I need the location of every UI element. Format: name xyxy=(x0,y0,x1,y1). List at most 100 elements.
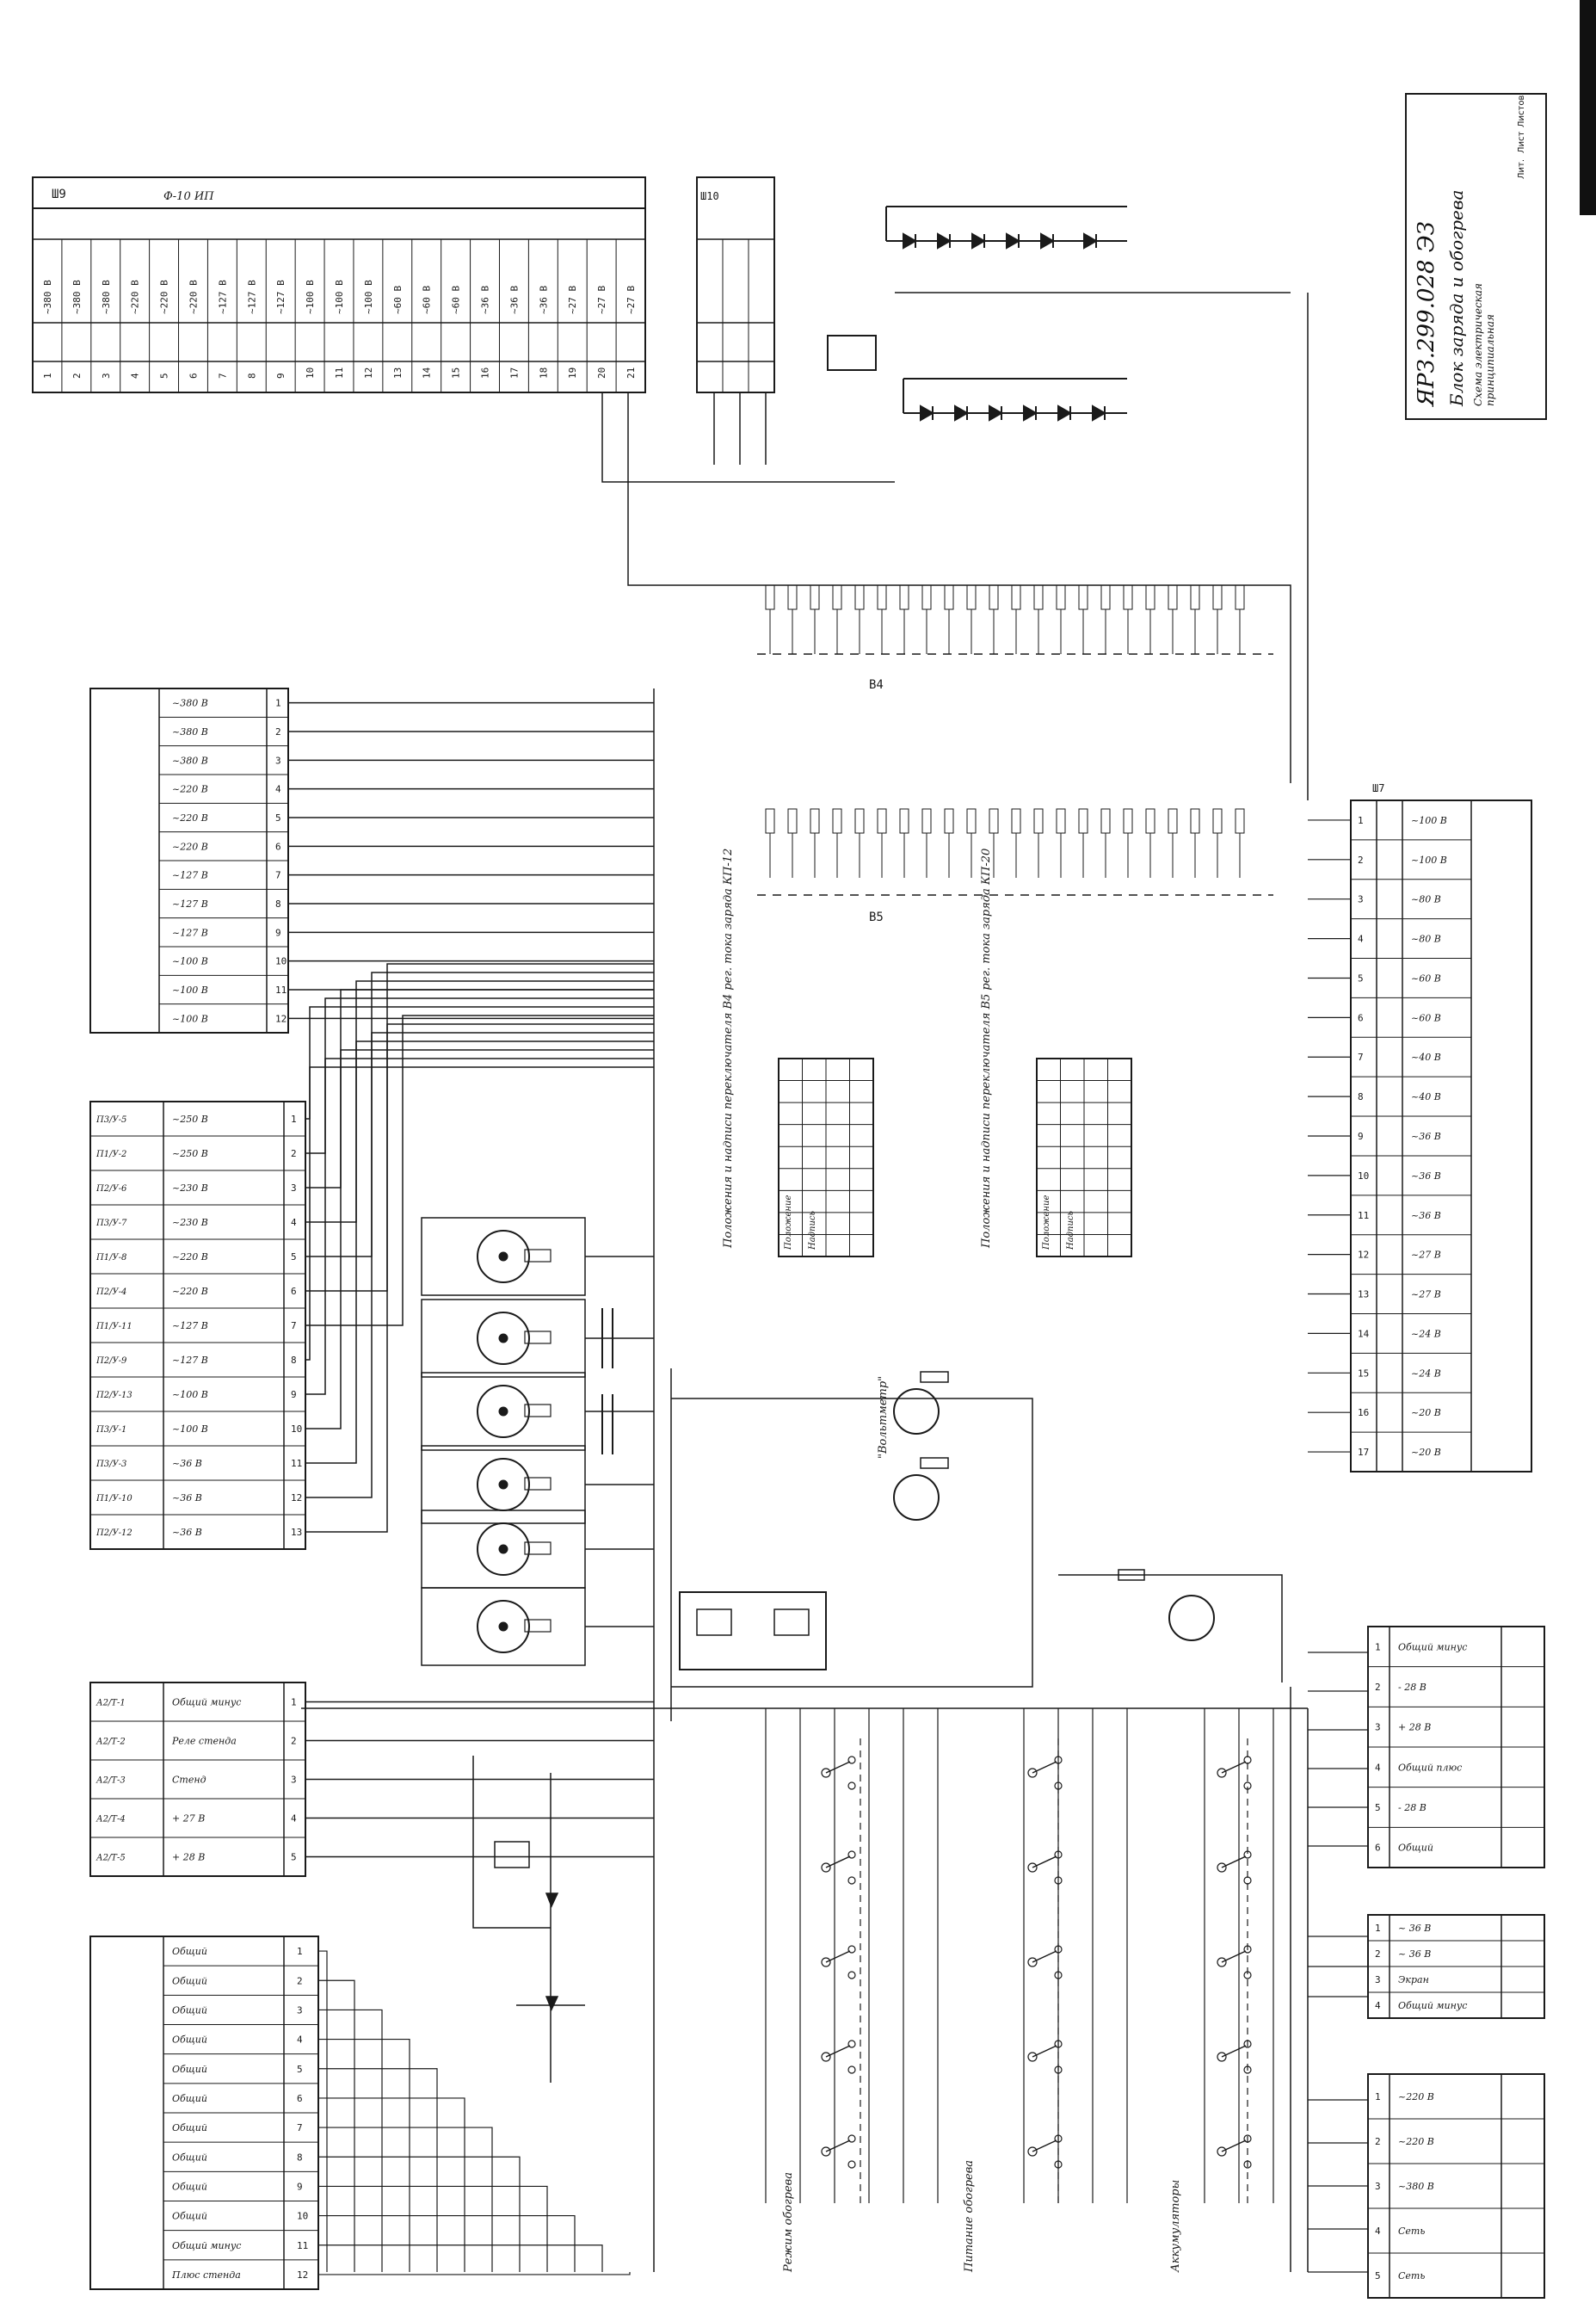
sh7-contact-num: 8 xyxy=(1358,1091,1364,1102)
switch-contact xyxy=(899,584,909,610)
switch-contact xyxy=(966,808,977,834)
sh1-wire xyxy=(318,2097,465,2272)
contact-num: 3 xyxy=(1375,1722,1381,1733)
sh8-contact-num: 12 xyxy=(275,1013,287,1024)
sh8-circuit: ~220 В xyxy=(172,841,208,852)
contact-num: 3 xyxy=(1375,2181,1381,2192)
relay-p1-circuit xyxy=(472,1756,585,2083)
sh6-address: П3/У-5 xyxy=(96,1115,126,1125)
switch-throw xyxy=(847,1756,856,1764)
sh1-circuit: Общий xyxy=(172,2211,207,2222)
sh9-circuit: ~127 В xyxy=(217,280,228,314)
switch-contact xyxy=(1056,584,1066,610)
switch-contact xyxy=(765,808,775,834)
sh7-circuit: ~40 В xyxy=(1411,1091,1441,1102)
table1-title: Положения и надписи переключателя В4 рег… xyxy=(722,849,735,1249)
sh10-ref: Ш10 xyxy=(700,190,719,202)
sh7-contact-num: 3 xyxy=(1358,894,1364,905)
sh1-circuit: Плюс стенда xyxy=(171,2269,241,2281)
sh6-address: П3/У-1 xyxy=(96,1425,126,1435)
table-head-position: Положение xyxy=(784,1195,793,1250)
sh7-contact-num: 15 xyxy=(1358,1368,1369,1379)
b3-label: Аккумуляторы xyxy=(1169,2180,1182,2273)
sh9-circuit: ~100 В xyxy=(334,280,345,314)
connector-sh9: 1~380 В2~380 В3~380 В4~220 В5~220 В6~220… xyxy=(32,176,646,393)
sh1-contact-num: 5 xyxy=(297,2064,303,2075)
sh1-circuit: Общий xyxy=(172,2181,207,2192)
sh6-wire xyxy=(305,1058,654,1154)
sh7-contact-num: 7 xyxy=(1358,1052,1364,1063)
shunt-resistor xyxy=(524,1619,552,1633)
switch-pole xyxy=(821,1768,831,1778)
switch-blade xyxy=(1032,1950,1057,1963)
switch-blade xyxy=(1221,2045,1247,2058)
sh8-contact-num: 9 xyxy=(275,927,281,938)
sh6-wire xyxy=(305,1023,654,1292)
switch-pole xyxy=(1217,2146,1227,2157)
sh9-contact-num: 6 xyxy=(188,373,199,379)
circuit-label: - 28 В xyxy=(1398,1682,1427,1693)
sh8-circuit: ~380 В xyxy=(172,726,208,738)
sh6-address: П3/У-3 xyxy=(96,1460,126,1469)
b1-label: Режим обогрева xyxy=(782,2172,795,2273)
sheet-header: Лист xyxy=(1517,131,1526,153)
sh7-contact-num: 6 xyxy=(1358,1012,1364,1023)
switch-b4: В4 В5 xyxy=(757,584,1273,924)
switch-contact xyxy=(899,808,909,834)
switch-contact xyxy=(1078,584,1088,610)
sh1-wire xyxy=(318,2244,603,2272)
meter-symbol xyxy=(477,1600,530,1653)
sh1-contact-num: 12 xyxy=(297,2269,308,2281)
sh9-contact-num: 21 xyxy=(625,367,637,379)
right-meters: "Вольтметр" xyxy=(671,1371,1283,1688)
connector-sh10: Ш10 xyxy=(696,176,775,393)
sh1-circuit: Общий xyxy=(172,1975,207,1986)
diode-symbol xyxy=(1006,232,1021,250)
switch-contact xyxy=(966,584,977,610)
switch-contact xyxy=(810,584,820,610)
sh1-wire xyxy=(318,2009,383,2272)
switch-throw xyxy=(847,2134,856,2143)
sh8-contact-num: 11 xyxy=(275,985,287,996)
diode-symbol xyxy=(1083,232,1099,250)
sh9-contact-num: 9 xyxy=(275,373,287,379)
sheets-header: Листов xyxy=(1517,95,1526,127)
sh9-circuit: ~27 В xyxy=(567,286,578,314)
sh7-contact-num: 1 xyxy=(1358,815,1364,826)
switch-contact xyxy=(1078,808,1088,834)
switch-blade xyxy=(825,1855,851,1868)
switch-contact xyxy=(1011,808,1021,834)
sh1-wire xyxy=(318,2068,438,2272)
switch-contact xyxy=(1145,808,1155,834)
sh1-wire xyxy=(318,2272,631,2275)
sh6-contact-num: 12 xyxy=(291,1492,302,1503)
switch-contact xyxy=(1145,584,1155,610)
sh6-wire xyxy=(305,972,654,1498)
sh9-circuit: ~60 В xyxy=(451,286,462,314)
sh9-circuit: ~220 В xyxy=(188,280,199,314)
meter-label: "Вольтметр" xyxy=(877,1376,890,1459)
sh9-circuit: ~27 В xyxy=(596,286,607,314)
sh9-contact-num: 5 xyxy=(159,373,170,379)
connector-sh7: 1~100 В2~100 В3~80 В4~80 В5~60 В6~60 В7~… xyxy=(1350,782,1532,1473)
meter-symbol xyxy=(477,1230,530,1283)
sh9-contact-num: 18 xyxy=(538,367,549,379)
contact-num: 2 xyxy=(1375,1682,1381,1693)
switch-contact xyxy=(854,584,865,610)
meter-pivot xyxy=(498,1333,508,1343)
sh1-circuit: Общий xyxy=(172,2093,207,2104)
sh6-wire xyxy=(305,1066,654,1120)
sh9-contact-num: 13 xyxy=(392,367,404,379)
sh8-contact-num: 3 xyxy=(275,755,281,766)
sh7-contact-num: 13 xyxy=(1358,1289,1369,1300)
sh1-contact-num: 10 xyxy=(297,2211,308,2222)
switch-blade xyxy=(1032,2045,1057,2058)
sh9-contact-num: 16 xyxy=(480,367,491,379)
sh7-contact-num: 12 xyxy=(1358,1250,1369,1261)
sh7-circuit: ~40 В xyxy=(1411,1052,1441,1063)
switch-pole xyxy=(1217,2052,1227,2062)
sh8-contact-num: 1 xyxy=(275,698,281,709)
table-head-position: Положение xyxy=(1042,1195,1051,1250)
sh9-contact-num: 15 xyxy=(451,367,462,379)
